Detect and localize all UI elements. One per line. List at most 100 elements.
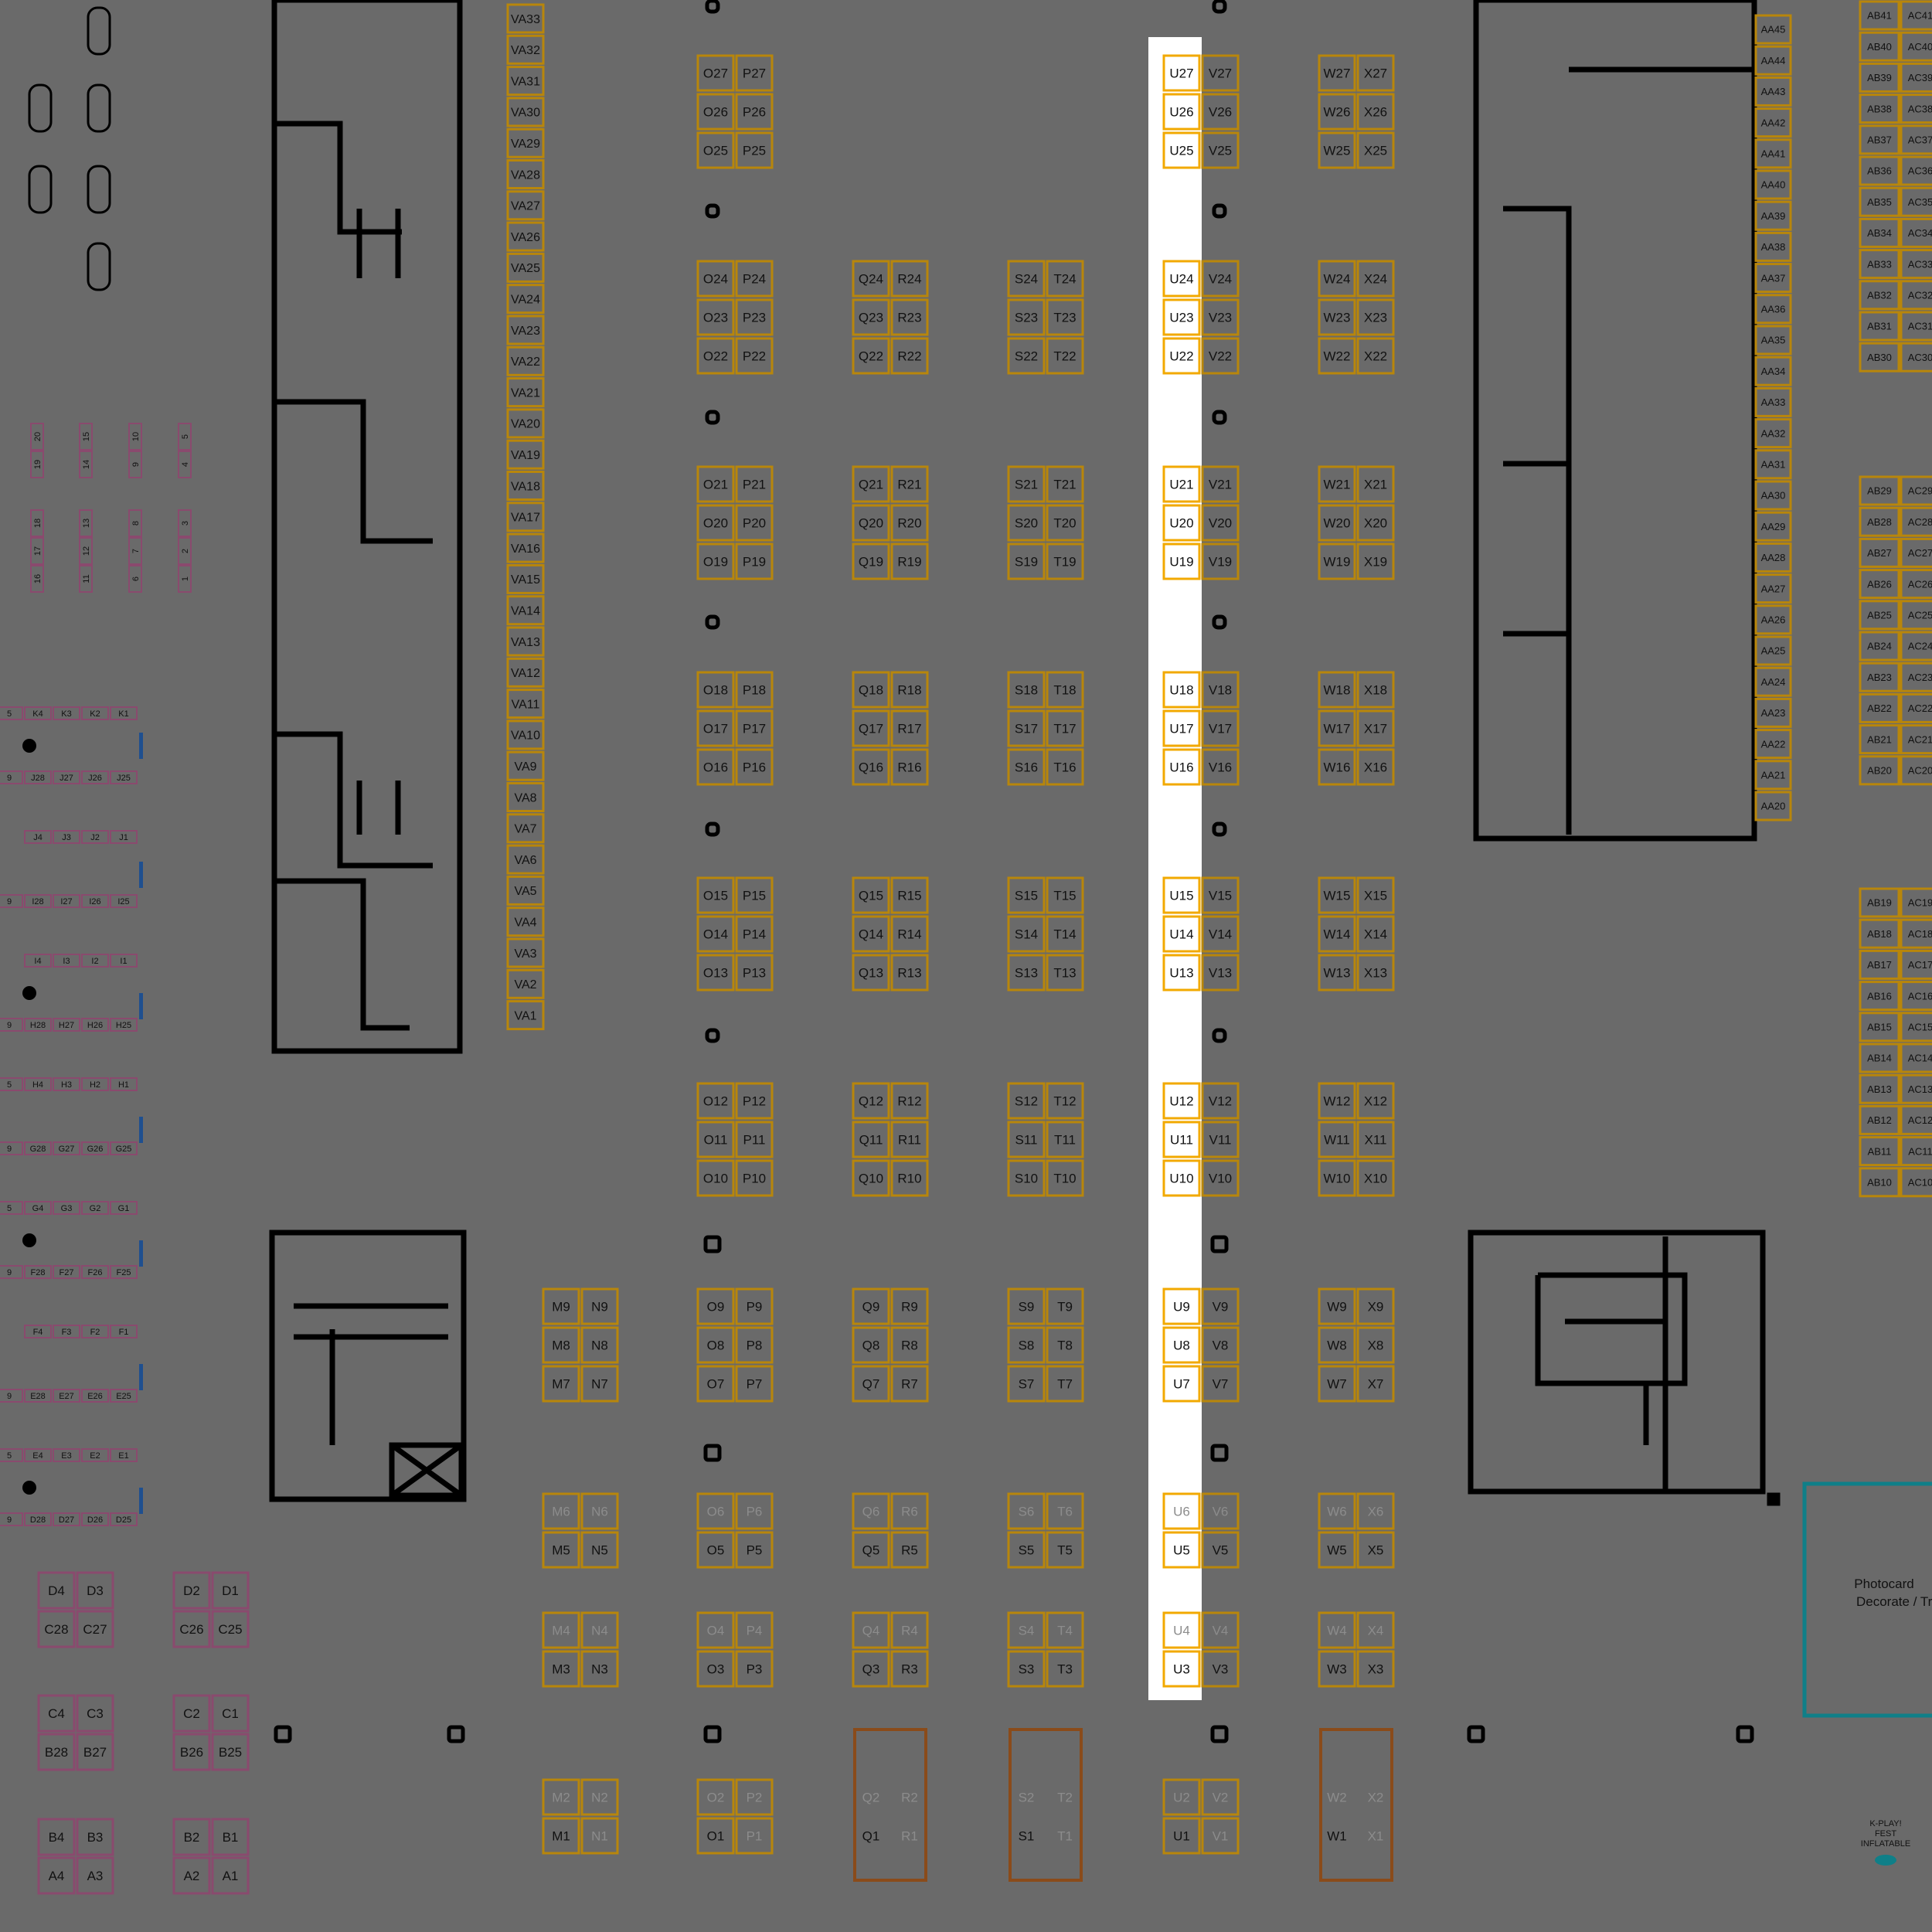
booth-g3[interactable]: G3 xyxy=(53,1201,80,1215)
booth-r2[interactable]: R2 xyxy=(892,1780,927,1815)
booth-v20[interactable]: V20 xyxy=(1201,504,1240,542)
booth-9[interactable]: 9 xyxy=(0,1141,23,1155)
booth-u4[interactable]: U4 xyxy=(1162,1611,1201,1649)
booth-n6[interactable]: N6 xyxy=(580,1492,619,1530)
booth-u11[interactable]: U11 xyxy=(1162,1121,1201,1158)
booth-va9[interactable]: VA9 xyxy=(506,750,545,781)
booth-s7[interactable]: S7 xyxy=(1007,1365,1046,1403)
booth-t3[interactable]: T3 xyxy=(1046,1650,1084,1688)
booth-15[interactable]: 15 xyxy=(79,423,93,451)
booth-n4[interactable]: N4 xyxy=(580,1611,619,1649)
booth-ab41[interactable]: AB41 xyxy=(1859,0,1900,31)
booth-m7[interactable]: M7 xyxy=(542,1365,580,1403)
booth-r16[interactable]: R16 xyxy=(890,748,929,786)
booth-o4[interactable]: O4 xyxy=(696,1611,735,1649)
booth-v17[interactable]: V17 xyxy=(1201,709,1240,747)
booth-v27[interactable]: V27 xyxy=(1201,54,1240,92)
booth-o14[interactable]: O14 xyxy=(696,915,735,953)
booth-e2[interactable]: E2 xyxy=(81,1448,109,1462)
booth-x7[interactable]: X7 xyxy=(1356,1365,1395,1403)
booth-ac39[interactable]: AC39 xyxy=(1900,62,1932,93)
booth-t4[interactable]: T4 xyxy=(1046,1611,1084,1649)
booth-r8[interactable]: R8 xyxy=(890,1326,929,1364)
booth-p22[interactable]: P22 xyxy=(735,337,774,375)
booth-p8[interactable]: P8 xyxy=(735,1326,774,1364)
booth-aa33[interactable]: AA33 xyxy=(1754,386,1792,417)
booth-c26[interactable]: C26 xyxy=(172,1610,211,1648)
booth-ac26[interactable]: AC26 xyxy=(1900,569,1932,600)
booth-ab34[interactable]: AB34 xyxy=(1859,217,1900,248)
booth-ab28[interactable]: AB28 xyxy=(1859,506,1900,537)
booth-va13[interactable]: VA13 xyxy=(506,626,545,657)
booth-p15[interactable]: P15 xyxy=(735,876,774,914)
booth-c1[interactable]: C1 xyxy=(211,1694,250,1733)
booth-t12[interactable]: T12 xyxy=(1046,1082,1084,1120)
booth-w4[interactable]: W4 xyxy=(1318,1611,1356,1649)
booth-b3[interactable]: B3 xyxy=(76,1818,114,1856)
booth-w7[interactable]: W7 xyxy=(1318,1365,1356,1403)
booth-v11[interactable]: V11 xyxy=(1201,1121,1240,1158)
booth-x5[interactable]: X5 xyxy=(1356,1531,1395,1569)
booth-ab40[interactable]: AB40 xyxy=(1859,31,1900,62)
booth-va17[interactable]: VA17 xyxy=(506,502,545,532)
booth-x17[interactable]: X17 xyxy=(1356,709,1395,747)
booth-va4[interactable]: VA4 xyxy=(506,906,545,937)
booth-j26[interactable]: J26 xyxy=(81,770,109,784)
booth-ab37[interactable]: AB37 xyxy=(1859,124,1900,155)
booth-8[interactable]: 8 xyxy=(128,509,142,537)
booth-s17[interactable]: S17 xyxy=(1007,709,1046,747)
booth-x24[interactable]: X24 xyxy=(1356,260,1395,298)
booth-q19[interactable]: Q19 xyxy=(852,543,890,580)
booth-u19[interactable]: U19 xyxy=(1162,543,1201,580)
booth-ac10[interactable]: AC10 xyxy=(1900,1167,1932,1198)
booth-g4[interactable]: G4 xyxy=(24,1201,52,1215)
booth-w8[interactable]: W8 xyxy=(1318,1326,1356,1364)
booth-p3[interactable]: P3 xyxy=(735,1650,774,1688)
booth-u6[interactable]: U6 xyxy=(1162,1492,1201,1530)
booth-w12[interactable]: W12 xyxy=(1318,1082,1356,1120)
booth-j2[interactable]: J2 xyxy=(81,830,109,844)
booth-ab27[interactable]: AB27 xyxy=(1859,537,1900,568)
booth-s24[interactable]: S24 xyxy=(1007,260,1046,298)
booth-v25[interactable]: V25 xyxy=(1201,131,1240,169)
booth-v16[interactable]: V16 xyxy=(1201,748,1240,786)
booth-w9[interactable]: W9 xyxy=(1318,1287,1356,1325)
booth-5[interactable]: 5 xyxy=(0,1201,23,1215)
booth-o18[interactable]: O18 xyxy=(696,671,735,709)
booth-w18[interactable]: W18 xyxy=(1318,671,1356,709)
booth-w25[interactable]: W25 xyxy=(1318,131,1356,169)
booth-v1[interactable]: V1 xyxy=(1201,1817,1240,1855)
booth-q15[interactable]: Q15 xyxy=(852,876,890,914)
booth-p11[interactable]: P11 xyxy=(735,1121,774,1158)
booth-p23[interactable]: P23 xyxy=(735,298,774,336)
booth-q4[interactable]: Q4 xyxy=(852,1611,890,1649)
booth-s2[interactable]: S2 xyxy=(1009,1780,1044,1815)
booth-t1[interactable]: T1 xyxy=(1047,1818,1083,1853)
booth-w10[interactable]: W10 xyxy=(1318,1159,1356,1197)
booth-s3[interactable]: S3 xyxy=(1007,1650,1046,1688)
booth-w2[interactable]: W2 xyxy=(1319,1780,1355,1815)
booth-5[interactable]: 5 xyxy=(0,1077,23,1091)
booth-w19[interactable]: W19 xyxy=(1318,543,1356,580)
booth-g26[interactable]: G26 xyxy=(81,1141,109,1155)
booth-ab15[interactable]: AB15 xyxy=(1859,1012,1900,1043)
booth-aa36[interactable]: AA36 xyxy=(1754,294,1792,325)
booth-w21[interactable]: W21 xyxy=(1318,465,1356,503)
booth-x18[interactable]: X18 xyxy=(1356,671,1395,709)
booth-ab25[interactable]: AB25 xyxy=(1859,600,1900,631)
booth-va2[interactable]: VA2 xyxy=(506,968,545,999)
booth-ac31[interactable]: AC31 xyxy=(1900,311,1932,342)
booth-t15[interactable]: T15 xyxy=(1046,876,1084,914)
booth-x14[interactable]: X14 xyxy=(1356,915,1395,953)
booth-x22[interactable]: X22 xyxy=(1356,337,1395,375)
booth-aa38[interactable]: AA38 xyxy=(1754,231,1792,262)
booth-ab21[interactable]: AB21 xyxy=(1859,724,1900,755)
booth-ac12[interactable]: AC12 xyxy=(1900,1104,1932,1135)
booth-11[interactable]: 11 xyxy=(79,565,93,593)
booth-x16[interactable]: X16 xyxy=(1356,748,1395,786)
booth-o10[interactable]: O10 xyxy=(696,1159,735,1197)
booth-w26[interactable]: W26 xyxy=(1318,93,1356,131)
booth-aa34[interactable]: AA34 xyxy=(1754,355,1792,386)
booth-aa26[interactable]: AA26 xyxy=(1754,604,1792,635)
booth-ac29[interactable]: AC29 xyxy=(1900,475,1932,506)
